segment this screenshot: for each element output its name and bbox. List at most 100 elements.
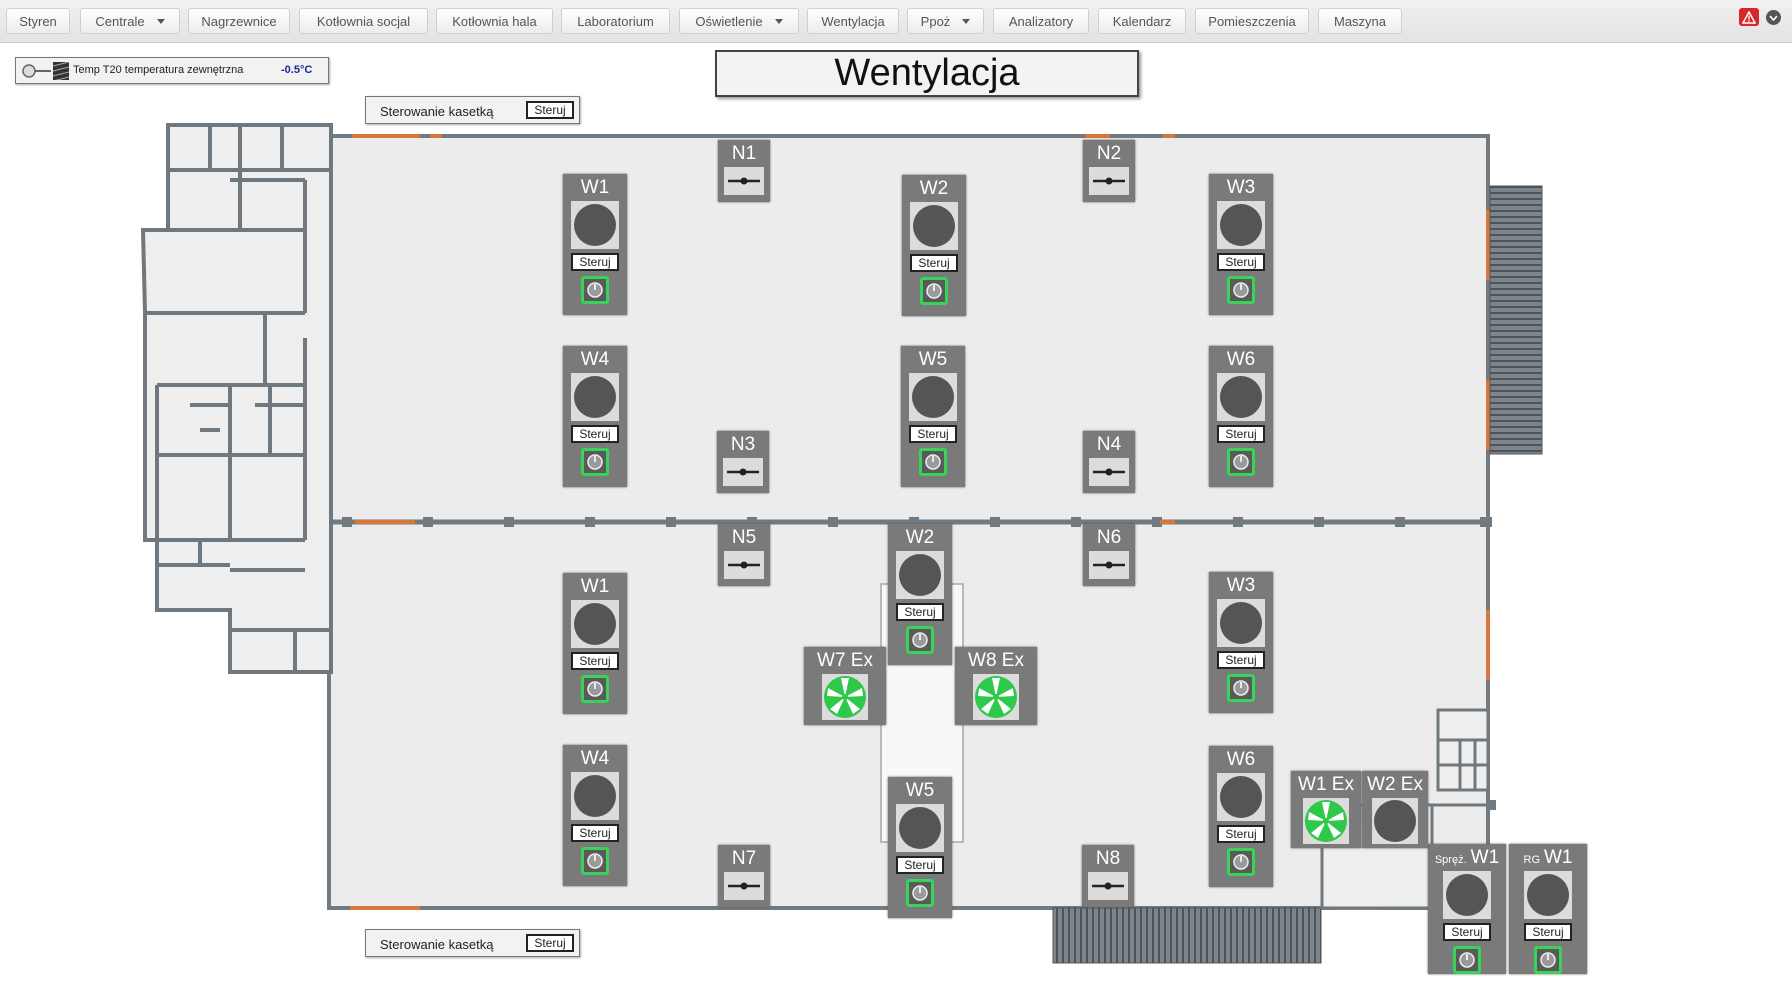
- unit-upper-w3[interactable]: W3 Steruj: [1209, 174, 1273, 315]
- unit-upper-w4[interactable]: W4 Steruj: [563, 346, 627, 487]
- fan-housing: [896, 804, 944, 852]
- dial-knob-icon[interactable]: [1227, 276, 1255, 304]
- steruj-button[interactable]: Steruj: [1217, 425, 1265, 443]
- unit-label: W1: [580, 177, 610, 198]
- steruj-button[interactable]: Steruj: [1524, 923, 1572, 941]
- dial-knob-icon[interactable]: [581, 847, 609, 875]
- nav-oswietlenie[interactable]: Oświetlenie: [679, 8, 799, 34]
- damper-n7[interactable]: N7: [718, 845, 770, 907]
- steruj-button[interactable]: Steruj: [910, 254, 958, 272]
- cassette-control-label: Sterowanie kasetką: [380, 937, 494, 952]
- nav-kotlownia-hala[interactable]: Kotłownia hala: [436, 8, 553, 34]
- fan-housing: [571, 201, 619, 249]
- dial-knob-icon[interactable]: [1227, 674, 1255, 702]
- nav-nagrzewnice[interactable]: Nagrzewnice: [188, 8, 290, 34]
- unit-prefix: RG: [1523, 854, 1541, 866]
- fan-icon: [1220, 204, 1262, 246]
- warning-icon[interactable]: [1739, 8, 1759, 26]
- damper-label: N1: [731, 143, 757, 164]
- damper-n2[interactable]: N2: [1083, 140, 1135, 202]
- unit-upper-w6[interactable]: W6 Steruj: [1209, 346, 1273, 487]
- dial-knob-icon[interactable]: [906, 626, 934, 654]
- damper-n8[interactable]: N8: [1082, 845, 1134, 907]
- exhaust-w1ex[interactable]: W1 Ex: [1291, 771, 1361, 848]
- steruj-button[interactable]: Steruj: [571, 652, 619, 670]
- unit-label: W1: [580, 576, 610, 597]
- dial-knob-icon[interactable]: [581, 675, 609, 703]
- unit-lower-w3[interactable]: W3 Steruj: [1209, 572, 1273, 713]
- fan-housing: [910, 202, 958, 250]
- dial-knob-icon[interactable]: [920, 277, 948, 305]
- nav-wentylacja[interactable]: Wentylacja: [807, 8, 899, 34]
- page-title: Wentylacja: [715, 50, 1139, 97]
- dial-knob-icon[interactable]: [1453, 946, 1481, 974]
- nav-maszyna[interactable]: Maszyna: [1318, 8, 1402, 34]
- steruj-button[interactable]: Steruj: [1443, 923, 1491, 941]
- damper-n4[interactable]: N4: [1083, 431, 1135, 493]
- outdoor-temperature-widget[interactable]: Temp T20 temperatura zewnętrzna -0.5°C: [15, 57, 329, 84]
- steruj-button[interactable]: Steruj: [571, 425, 619, 443]
- steruj-button[interactable]: Steruj: [571, 824, 619, 842]
- fan-housing: [1524, 871, 1572, 919]
- chevron-down-icon[interactable]: [1766, 10, 1781, 25]
- unit-lower-w2[interactable]: W2 Steruj: [888, 524, 952, 665]
- dial-knob-icon[interactable]: [906, 879, 934, 907]
- unit-sprez-w1[interactable]: Spręż.W1 Steruj: [1428, 844, 1506, 974]
- nav-ppoz[interactable]: Ppoż: [907, 8, 984, 34]
- nav-laboratorium[interactable]: Laboratorium: [561, 8, 670, 34]
- exhaust-label: W2 Ex: [1367, 774, 1423, 795]
- dial-knob-icon[interactable]: [1227, 848, 1255, 876]
- nav-label: Pomieszczenia: [1208, 13, 1296, 29]
- nav-kalendarz[interactable]: Kalendarz: [1098, 8, 1186, 34]
- dial-knob-icon[interactable]: [581, 276, 609, 304]
- damper-label: N5: [731, 527, 757, 548]
- unit-upper-w2[interactable]: W2 Steruj: [902, 175, 966, 316]
- dial-knob-icon[interactable]: [919, 448, 947, 476]
- cassette-control-bottom: Sterowanie kasetką Steruj: [365, 929, 580, 957]
- fan-housing: [571, 600, 619, 648]
- unit-lower-w1[interactable]: W1 Steruj: [563, 573, 627, 714]
- exhaust-w8ex[interactable]: W8 Ex: [955, 647, 1037, 725]
- unit-upper-w1[interactable]: W1 Steruj: [563, 174, 627, 315]
- fan-housing: [909, 373, 957, 421]
- nav-analizatory[interactable]: Analizatory: [993, 8, 1089, 34]
- damper-n5[interactable]: N5: [718, 524, 770, 586]
- damper-icon: [1088, 872, 1128, 900]
- dial-knob-icon[interactable]: [1534, 946, 1562, 974]
- exhaust-w2ex[interactable]: W2 Ex: [1362, 771, 1428, 848]
- dial-knob-icon[interactable]: [581, 448, 609, 476]
- unit-lower-w5[interactable]: W5 Steruj: [888, 777, 952, 918]
- nav-pomieszczenia[interactable]: Pomieszczenia: [1195, 8, 1309, 34]
- unit-upper-w5[interactable]: W5 Steruj: [901, 346, 965, 487]
- unit-label: W3: [1226, 177, 1256, 198]
- steruj-button[interactable]: Steruj: [896, 603, 944, 621]
- nav-styren[interactable]: Styren: [6, 8, 70, 34]
- unit-name: W1: [1544, 847, 1573, 868]
- nav-centrale[interactable]: Centrale: [80, 8, 180, 34]
- cassette-control-button[interactable]: Steruj: [526, 101, 574, 119]
- damper-icon: [1089, 167, 1129, 195]
- damper-n6[interactable]: N6: [1083, 524, 1135, 586]
- steruj-button[interactable]: Steruj: [909, 425, 957, 443]
- damper-label: N7: [731, 848, 757, 869]
- steruj-button[interactable]: Steruj: [1217, 253, 1265, 271]
- exhaust-label: W8 Ex: [968, 650, 1024, 671]
- fan-running-icon: [1305, 800, 1347, 842]
- dial-knob-icon[interactable]: [1227, 448, 1255, 476]
- steruj-button[interactable]: Steruj: [571, 253, 619, 271]
- unit-name: W1: [1470, 847, 1500, 868]
- damper-n1[interactable]: N1: [718, 140, 770, 202]
- nav-label: Styren: [19, 13, 57, 29]
- steruj-button[interactable]: Steruj: [1217, 825, 1265, 843]
- exhaust-w7ex[interactable]: W7 Ex: [804, 647, 886, 725]
- steruj-button[interactable]: Steruj: [896, 856, 944, 874]
- nav-kotlownia-socjal[interactable]: Kotłownia socjal: [299, 8, 428, 34]
- steruj-button[interactable]: Steruj: [1217, 651, 1265, 669]
- unit-lower-w4[interactable]: W4 Steruj: [563, 745, 627, 886]
- cassette-control-button[interactable]: Steruj: [526, 934, 574, 952]
- damper-n3[interactable]: N3: [717, 431, 769, 493]
- unit-lower-w6[interactable]: W6 Steruj: [1209, 746, 1273, 887]
- nav-label: Nagrzewnice: [201, 13, 277, 29]
